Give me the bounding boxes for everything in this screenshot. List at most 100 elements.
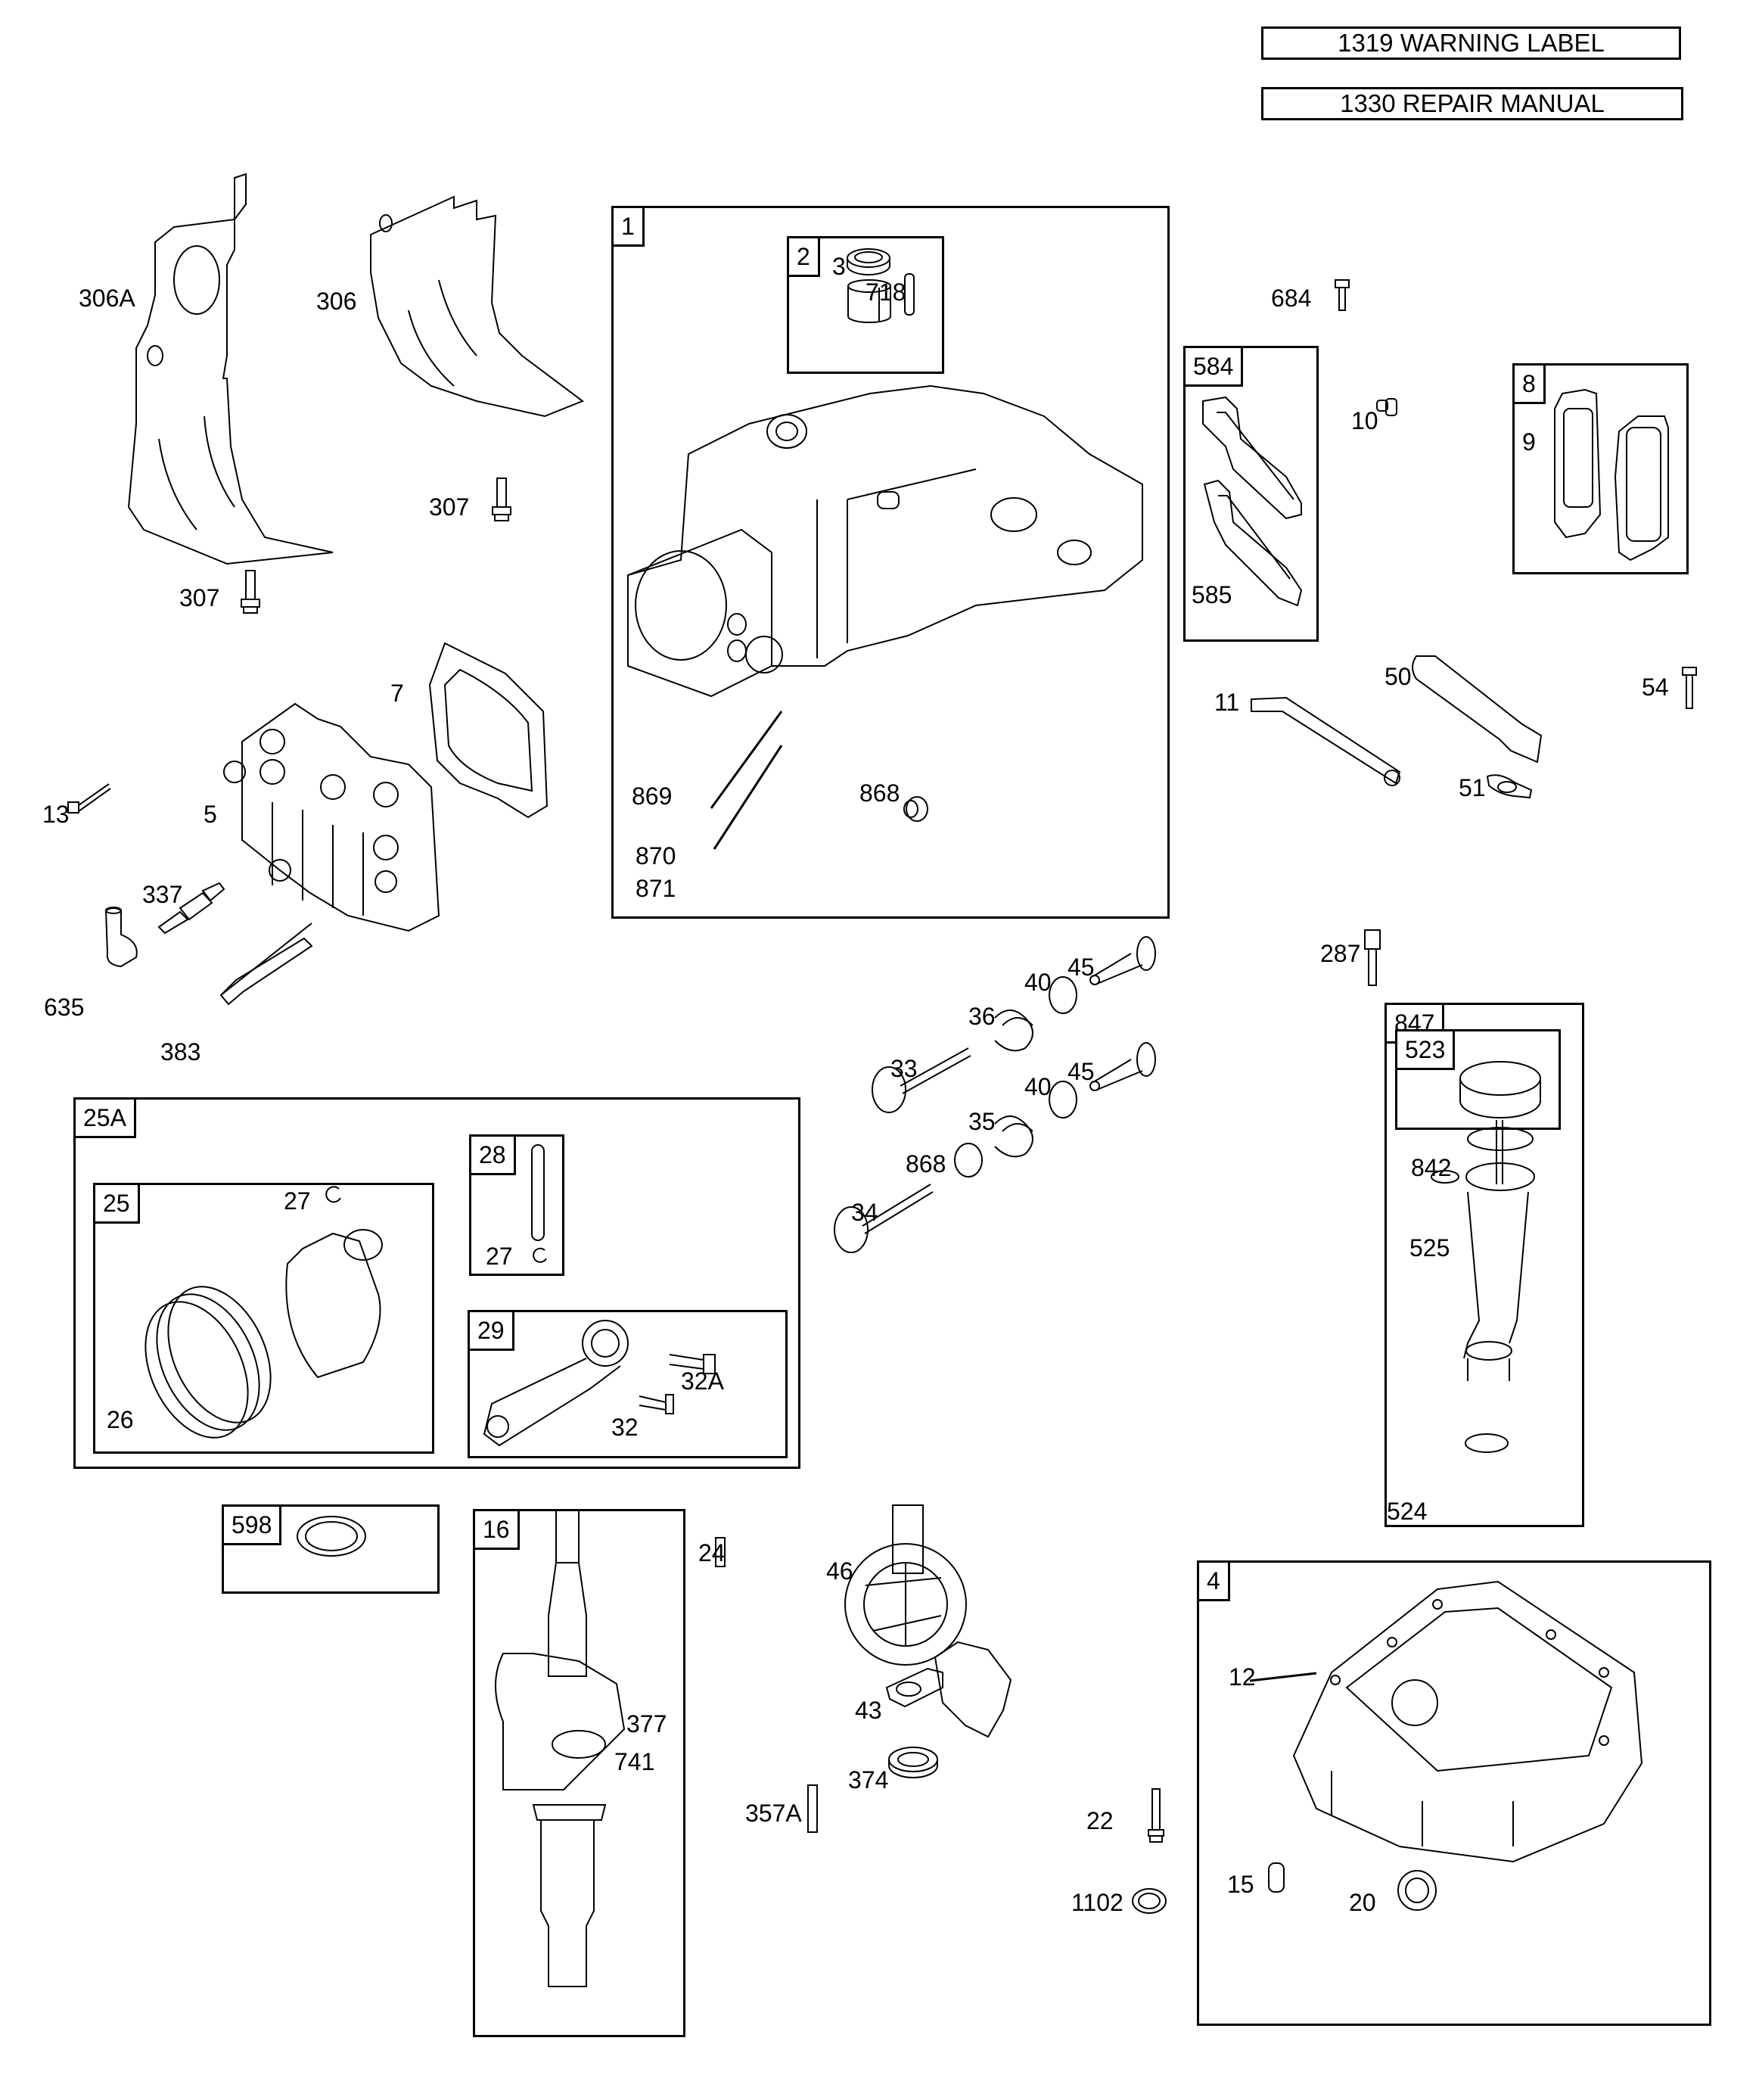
dowel-pin-718-icon [904,273,915,316]
part-label-377[interactable]: 377 [626,1710,667,1738]
warning-label-reference[interactable]: 1319 WARNING LABEL [1261,26,1681,60]
part-label-871[interactable]: 871 [636,875,676,902]
part-label-524[interactable]: 524 [1387,1498,1428,1525]
ignition-armature-383-icon [219,922,313,1006]
part-label-306a[interactable]: 306A [79,285,135,312]
box-number-16: 16 [473,1509,520,1550]
seal-1102-icon [1132,1888,1167,1914]
gasket-set-box-584[interactable]: 584 [1183,346,1319,642]
bolt-307-icon [492,478,511,521]
part-label-45[interactable]: 45 [1068,954,1095,981]
part-label-842[interactable]: 842 [1411,1154,1452,1181]
part-label-718[interactable]: 718 [866,278,906,306]
key-357a-icon [807,1784,818,1833]
part-label-374[interactable]: 374 [848,1766,889,1794]
part-label-525[interactable]: 525 [1409,1234,1450,1262]
part-label-34[interactable]: 34 [851,1199,878,1226]
washer-box-598[interactable]: 598 [222,1504,440,1594]
part-label-635[interactable]: 635 [44,994,85,1021]
part-label-337[interactable]: 337 [142,881,183,908]
part-label-3[interactable]: 3 [832,253,846,280]
part-label-35[interactable]: 35 [968,1108,996,1135]
oil-fill-box-847[interactable]: 847 [1385,1003,1584,1527]
part-label-46[interactable]: 46 [826,1557,853,1585]
part-label-383[interactable]: 383 [160,1038,201,1066]
repair-manual-reference[interactable]: 1330 REPAIR MANUAL [1261,87,1683,120]
part-label-357a[interactable]: 357A [745,1800,802,1827]
cylinder-head-5-drawing [223,702,440,932]
retaining-ring-27-icon [325,1186,341,1203]
part-label-33[interactable]: 33 [890,1055,918,1082]
part-label-51[interactable]: 51 [1459,774,1486,801]
dipstick-box-523[interactable]: 523 [1395,1029,1561,1130]
gasket-584-drawing [1202,396,1303,607]
part-label-32[interactable]: 32 [611,1414,639,1441]
part-label-50[interactable]: 50 [1385,663,1412,690]
oil-fill-tube-drawing [1431,1061,1541,1453]
part-label-15[interactable]: 15 [1227,1871,1254,1898]
bolt-22-icon [1148,1788,1164,1843]
piston-box-25[interactable]: 25 [93,1183,434,1454]
plug-15-icon [1268,1862,1285,1893]
part-label-24[interactable]: 24 [698,1539,726,1566]
piston-assembly-box-25a[interactable]: 25A [73,1097,800,1469]
part-label-5[interactable]: 5 [204,801,217,828]
part-label-306[interactable]: 306 [316,288,357,315]
part-label-741[interactable]: 741 [614,1748,655,1775]
part-label-585[interactable]: 585 [1192,581,1232,608]
head-gasket-7-drawing [428,642,549,819]
part-label-307[interactable]: 307 [179,584,220,611]
bearing-assembly-box-2[interactable]: 2 [787,236,944,374]
box-number-25a: 25A [73,1097,136,1138]
part-label-40[interactable]: 40 [1024,1073,1052,1100]
part-label-54[interactable]: 54 [1642,674,1669,701]
part-label-45[interactable]: 45 [1068,1058,1095,1085]
part-label-40[interactable]: 40 [1024,969,1052,996]
oil-seal-20-icon [1397,1870,1437,1911]
connecting-rod-box-29[interactable]: 29 [468,1310,788,1458]
box-number-2: 2 [787,236,820,277]
part-label-12[interactable]: 12 [1229,1663,1256,1691]
part-label-22[interactable]: 22 [1086,1807,1114,1834]
part-label-307[interactable]: 307 [429,493,470,521]
spark-plug-337-icon [157,882,225,935]
part-label-7[interactable]: 7 [390,680,404,707]
part-label-26[interactable]: 26 [107,1406,134,1433]
part-label-868[interactable]: 868 [859,779,900,807]
part-label-684[interactable]: 684 [1271,285,1312,312]
breather-box-8[interactable]: 8 [1512,363,1689,574]
part-label-11[interactable]: 11 [1214,689,1240,716]
part-label-868[interactable]: 868 [906,1150,946,1178]
piston-pin-box-28[interactable]: 28 [469,1134,564,1276]
cylinder-assembly-box-1[interactable]: 1 [611,206,1170,919]
part-label-27[interactable]: 27 [284,1187,311,1215]
box-number-523: 523 [1395,1029,1456,1070]
crankshaft-drawing [495,1509,626,1987]
box-number-4: 4 [1197,1560,1230,1601]
part-label-20[interactable]: 20 [1349,1889,1376,1916]
heat-shield-306-drawing [370,195,585,418]
sump-drawing [1292,1580,1643,1863]
part-label-9[interactable]: 9 [1522,428,1536,456]
part-label-869[interactable]: 869 [632,782,673,810]
part-label-870[interactable]: 870 [636,842,676,870]
part-label-13[interactable]: 13 [42,801,70,828]
bolt-54-icon [1682,667,1697,709]
seal-3-drawing [847,248,890,275]
washer-598-icon [297,1516,366,1557]
part-label-36[interactable]: 36 [968,1003,996,1030]
crankshaft-box-16[interactable]: 16 [473,1509,685,2037]
part-label-43[interactable]: 43 [855,1697,882,1724]
bolt-287-icon [1364,929,1381,986]
part-label-10[interactable]: 10 [1351,407,1378,434]
part-label-27[interactable]: 27 [486,1243,513,1270]
connecting-rod-drawing [483,1320,716,1447]
heat-shield-306a-drawing [127,173,334,565]
bolt-684-icon [1335,279,1350,311]
spark-plug-boot-635-icon [104,907,138,968]
part-label-32a[interactable]: 32A [681,1367,724,1395]
plug-868-icon [903,796,928,822]
part-label-1102[interactable]: 1102 [1071,1889,1123,1916]
sump-box-4[interactable]: 4 [1197,1560,1711,2026]
part-label-287[interactable]: 287 [1320,940,1361,967]
